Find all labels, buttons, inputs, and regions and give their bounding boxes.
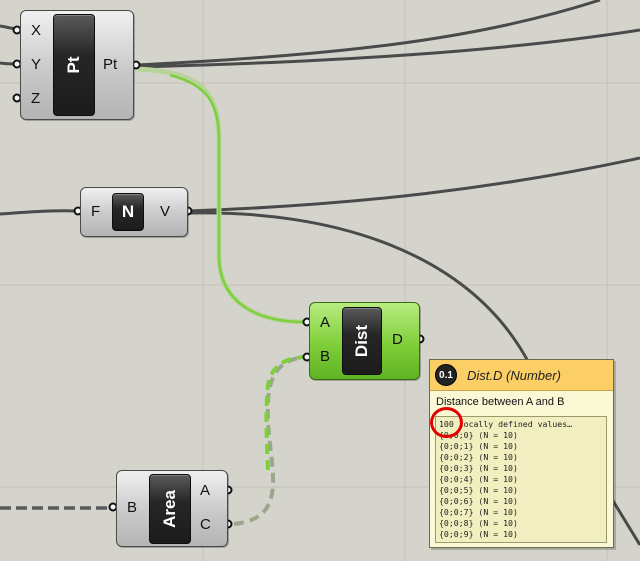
number-param-icon: 0.1	[435, 364, 457, 386]
wire-area-c-to-dist-b-highlight	[264, 355, 306, 471]
tooltip-data-line: {0;0;5} (N = 10)	[439, 485, 518, 495]
tooltip-data-line: {0;0;2} (N = 10)	[439, 452, 518, 462]
distance-component[interactable]: A B Dist D	[309, 302, 420, 380]
pt-output-pt[interactable]: Pt	[103, 56, 118, 73]
dist-input-b[interactable]: B	[320, 348, 331, 365]
area-nickname-tile[interactable]: Area	[149, 474, 191, 544]
tooltip-data-line: {0;0;1} (N = 10)	[439, 441, 518, 451]
area-input-b[interactable]: B	[127, 499, 138, 516]
wire-number-out-1[interactable]	[187, 156, 640, 213]
wire-pt-to-dist-a-core	[169, 73, 306, 324]
wire-area-c-to-dist-b[interactable]	[233, 355, 306, 526]
wire-into-number-f[interactable]	[0, 209, 77, 216]
dist-output-d[interactable]: D	[392, 331, 403, 348]
dist-nickname: Dist	[352, 324, 371, 358]
pt-input-z[interactable]: Z	[31, 90, 41, 107]
tooltip-data-line: {0;0;8} (N = 10)	[439, 518, 518, 528]
wire-number-out-2[interactable]	[187, 211, 640, 546]
area-output-c[interactable]: C	[200, 516, 211, 533]
red-highlight-circle	[430, 407, 463, 438]
tooltip-data-line: 100 locally defined values…	[439, 419, 573, 429]
number-nickname: N	[121, 202, 135, 221]
dist-nickname-tile[interactable]: Dist	[342, 307, 382, 375]
tooltip-data-line: {0;0;6} (N = 10)	[439, 496, 518, 506]
number-nickname-tile[interactable]: N	[112, 193, 144, 231]
tooltip-data-line: {0;0;9} (N = 10)	[439, 529, 518, 539]
number-input-f[interactable]: F	[91, 203, 101, 220]
construct-point-component[interactable]: X Y Z Pt Pt	[20, 10, 134, 120]
tooltip-header: 0.1 Dist.D (Number)	[430, 360, 613, 391]
tooltip-data-panel: 100 locally defined values… {0;0;0} (N =…	[435, 416, 607, 543]
area-nickname: Area	[160, 490, 179, 528]
parameter-tooltip: 0.1 Dist.D (Number) Distance between A a…	[429, 359, 614, 548]
dist-input-a[interactable]: A	[320, 314, 331, 331]
tooltip-title: Dist.D (Number)	[467, 367, 561, 383]
tooltip-description: Distance between A and B	[436, 396, 565, 408]
tooltip-data-line: {0;0;7} (N = 10)	[439, 507, 518, 517]
tooltip-data-line: {0;0;3} (N = 10)	[439, 463, 518, 473]
number-component[interactable]: F N V	[80, 187, 188, 237]
pt-input-y[interactable]: Y	[31, 56, 42, 73]
tooltip-data-line: {0;0;4} (N = 10)	[439, 474, 518, 484]
number-output-v[interactable]: V	[160, 203, 171, 220]
pt-nickname: Pt	[64, 56, 83, 74]
area-component[interactable]: B Area A C	[116, 470, 228, 547]
pt-input-x[interactable]: X	[31, 22, 42, 39]
pt-nickname-tile[interactable]: Pt	[53, 14, 95, 116]
wire-pt-out-2[interactable]	[136, 28, 640, 69]
number-param-icon-label: 0.1	[439, 369, 453, 381]
area-output-a[interactable]: A	[200, 482, 211, 499]
tooltip-data-line: {0;0;0} (N = 10)	[439, 430, 518, 440]
wire-pt-out-1[interactable]	[136, 0, 601, 67]
